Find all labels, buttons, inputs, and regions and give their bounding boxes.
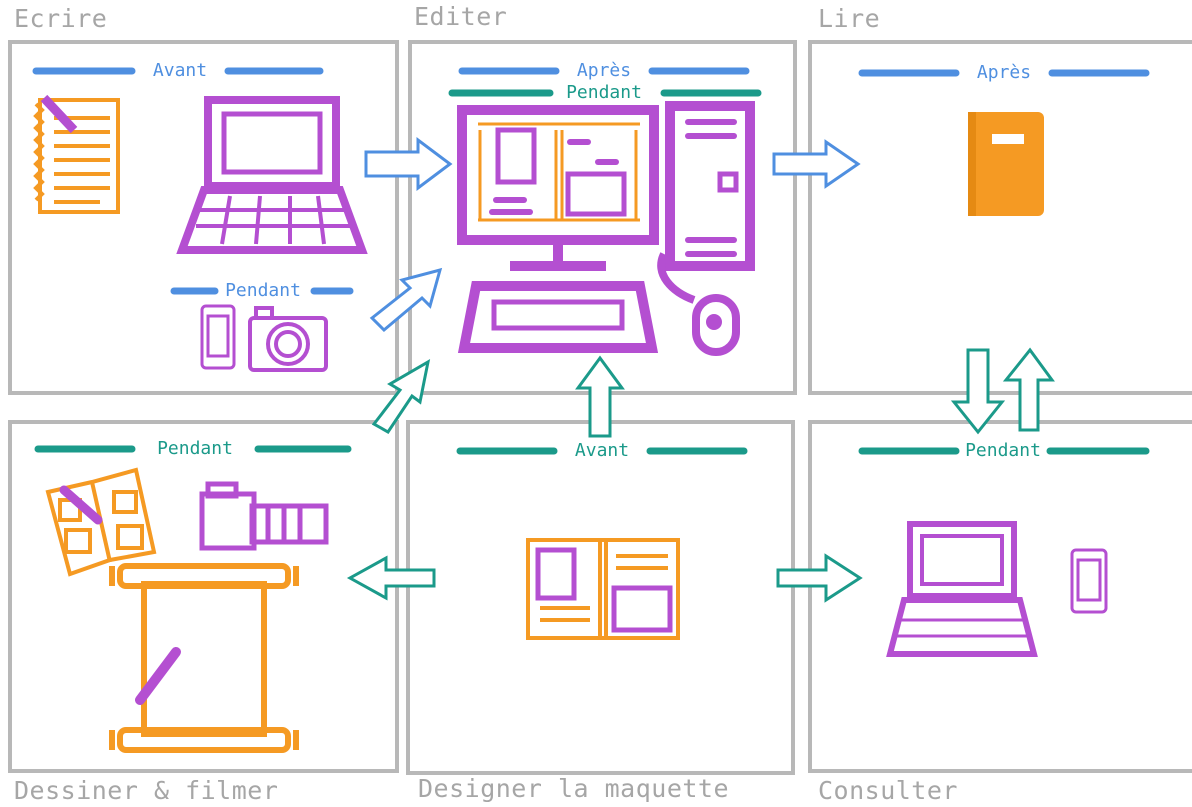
label-ecrire-pendant: Pendant: [225, 280, 301, 301]
notepad-icon: [33, 98, 120, 214]
title-dessiner: Dessiner & filmer: [14, 776, 279, 805]
scroll-icon: [109, 563, 299, 753]
arrow-diag-up-icon: [369, 267, 443, 333]
label-ecrire-avant: Avant: [152, 60, 208, 81]
label-editer-apres: Après: [576, 60, 632, 81]
phone-small-icon: [1070, 548, 1108, 614]
panel-ecrire: [8, 40, 399, 395]
mouse-icon: [657, 252, 740, 356]
notebook-icon: [526, 538, 680, 640]
title-designer: Designer la maquette: [418, 774, 730, 803]
panel-consulter: [808, 420, 1192, 773]
arrow-left-icon: [346, 555, 436, 601]
title-ecrire: Ecrire: [14, 4, 108, 33]
panel-dessiner: [8, 420, 399, 773]
arrow-down-icon: [950, 348, 1006, 435]
monitor-icon: [457, 105, 659, 271]
arrow-right-icon: [364, 137, 861, 191]
laptop-icon: [176, 96, 368, 254]
arrow-up-right-icon: [1002, 347, 1055, 432]
video-camera-icon: [199, 481, 329, 551]
arrow-right-green-icon: [776, 553, 863, 603]
title-consulter: Consulter: [818, 776, 958, 805]
title-editer: Editer: [414, 2, 508, 31]
pencil-icon: [40, 94, 78, 134]
camera-icon: [248, 306, 328, 372]
keyboard-icon: [457, 281, 659, 353]
label-dessiner-pendant: Pendant: [157, 438, 233, 459]
phone-icon: [200, 304, 236, 370]
label-editer-pendant: Pendant: [566, 82, 642, 103]
book-page-icon: [478, 122, 640, 222]
label-consulter-pendant: Pendant: [965, 440, 1041, 461]
arrow-diag-up-green-icon: [371, 359, 431, 434]
arrow-up-icon: [575, 355, 625, 438]
book-icon: [968, 112, 1044, 216]
label-lire-apres: Après: [976, 62, 1032, 83]
laptop-small-icon: [886, 521, 1038, 657]
tower-icon: [665, 101, 755, 271]
title-lire: Lire: [818, 4, 881, 33]
label-designer-avant: Avant: [574, 440, 630, 461]
panel-lire: [808, 40, 1192, 395]
